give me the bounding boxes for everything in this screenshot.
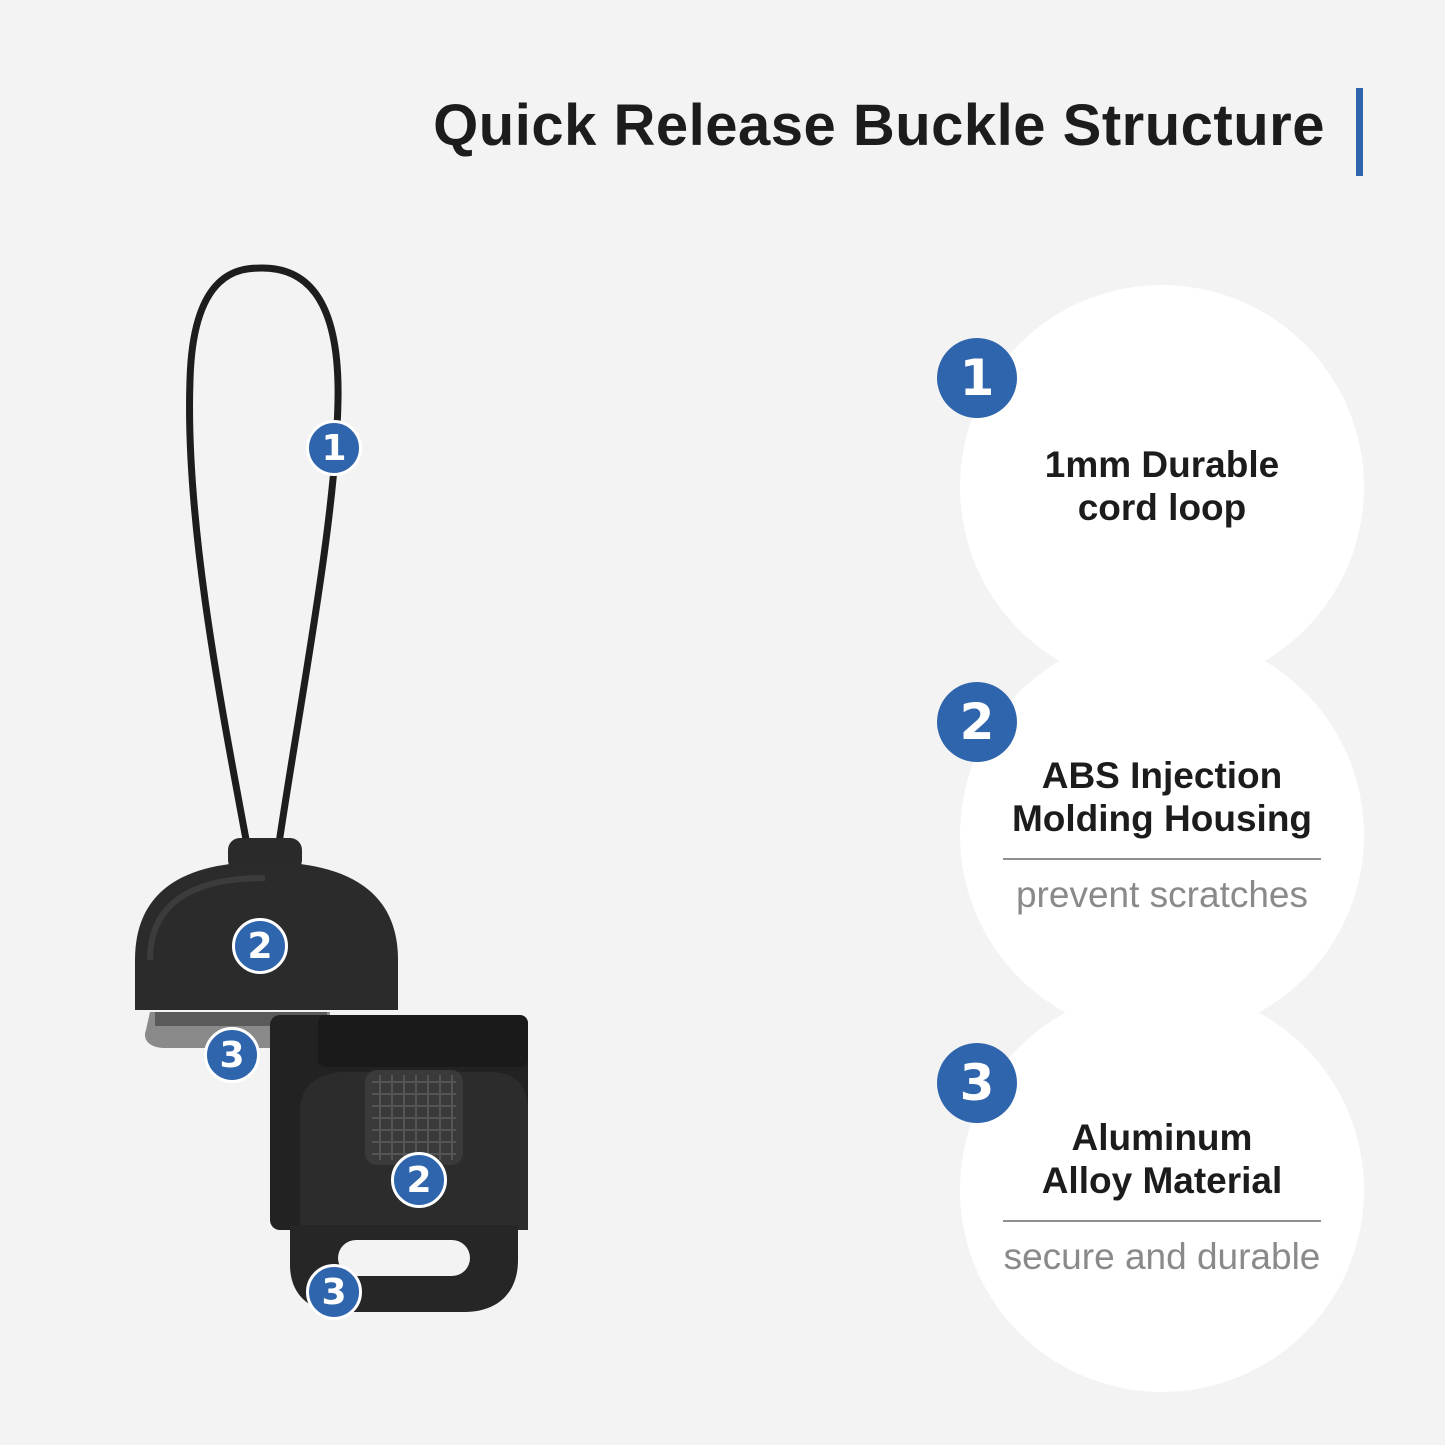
marker-3-badge: 3 xyxy=(204,1027,260,1083)
feature-1-number-badge: 1 xyxy=(937,338,1017,418)
feature-3-number-badge: 3 xyxy=(937,1043,1017,1123)
marker-2b-badge: 2 xyxy=(391,1152,447,1208)
feature-2-number-badge: 2 xyxy=(937,682,1017,762)
feature-2-divider xyxy=(1003,858,1321,860)
marker-3b-badge: 3 xyxy=(306,1264,362,1320)
marker-2-badge: 2 xyxy=(232,918,288,974)
page-title: Quick Release Buckle Structure xyxy=(433,93,1325,158)
feature-3-title: Aluminum Alloy Material xyxy=(1041,1117,1283,1201)
cord-loop xyxy=(186,264,342,854)
feature-1-title: 1mm Durable cord loop xyxy=(1044,444,1280,528)
feature-3: Aluminum Alloy Material secure and durab… xyxy=(962,1116,1362,1278)
title-accent-bar xyxy=(1356,88,1363,176)
feature-2-subtitle: prevent scratches xyxy=(1015,874,1309,915)
feature-1: 1mm Durable cord loop xyxy=(962,443,1362,529)
buckle-illustration xyxy=(135,264,528,1312)
strap-slot xyxy=(338,1240,470,1276)
feature-2: ABS Injection Molding Housing prevent sc… xyxy=(962,754,1362,916)
feature-3-divider xyxy=(1003,1220,1321,1222)
feature-3-subtitle: secure and durable xyxy=(1003,1236,1321,1277)
feature-2-title: ABS Injection Molding Housing xyxy=(1011,755,1313,839)
marker-1-badge: 1 xyxy=(306,420,362,476)
